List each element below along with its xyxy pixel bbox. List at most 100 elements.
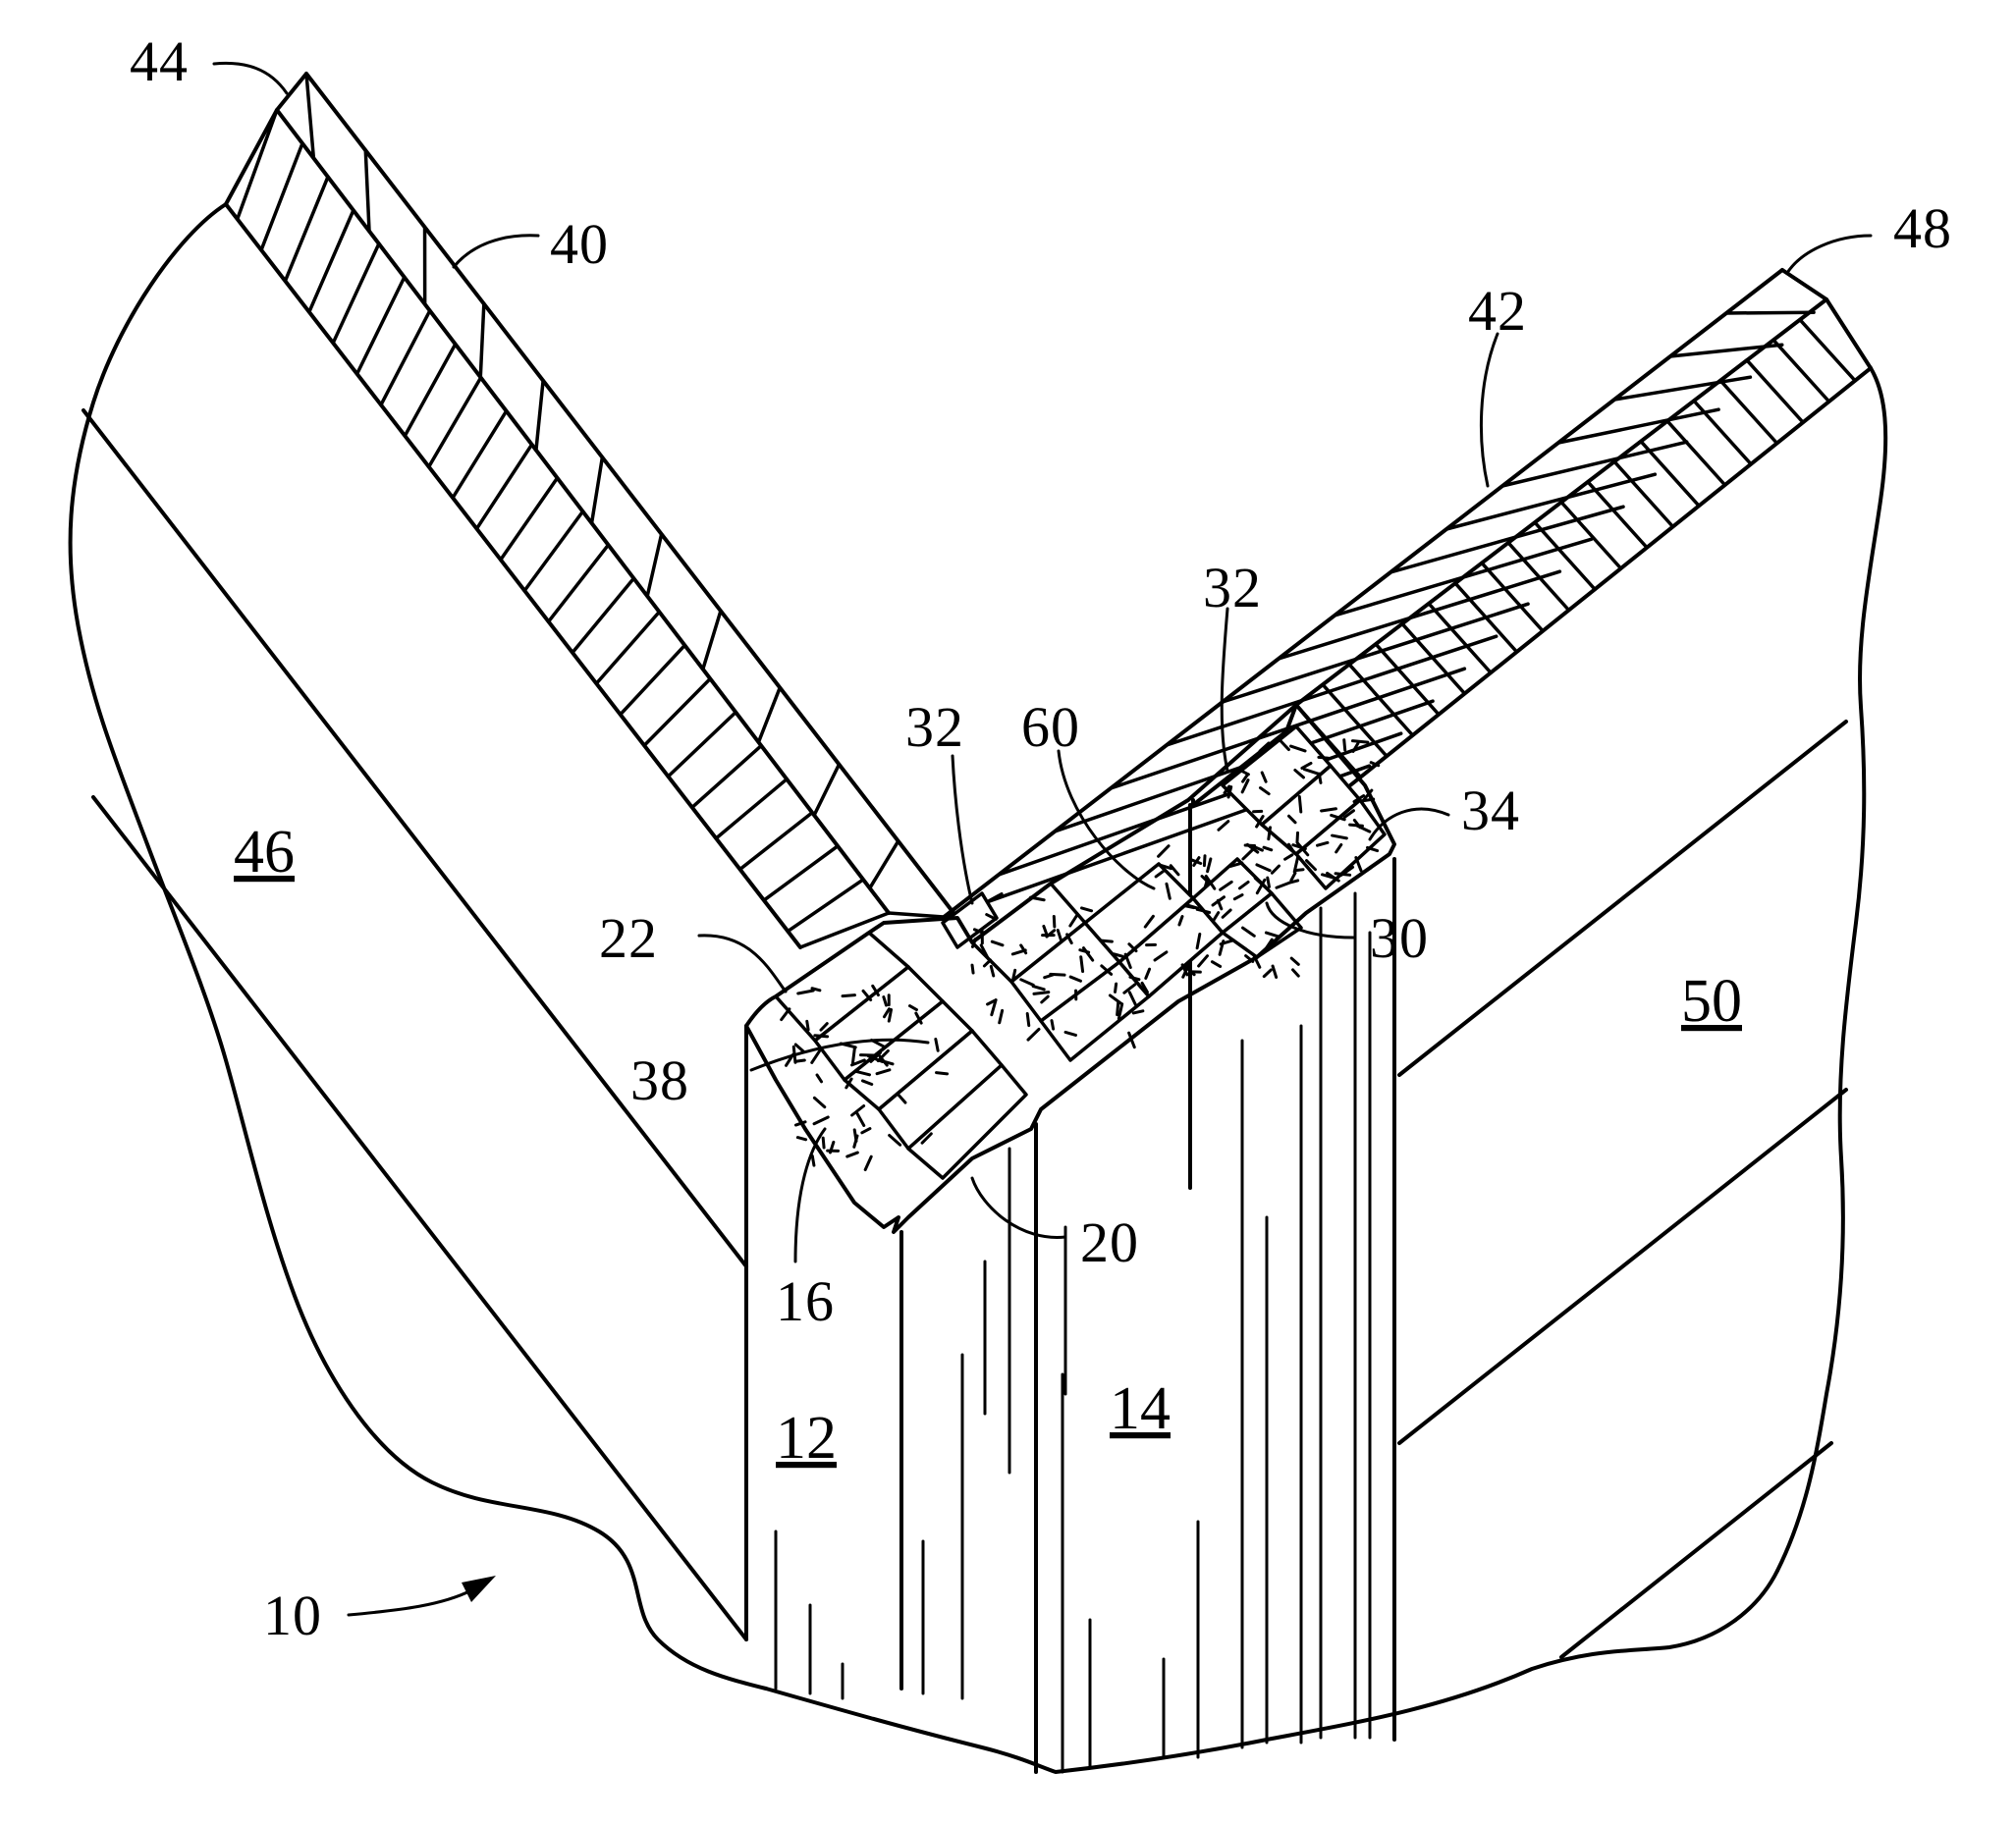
foam-dash <box>1319 757 1329 758</box>
label-46: 46 <box>234 819 295 886</box>
foam-dash <box>843 995 854 996</box>
foam-dash <box>1291 958 1298 964</box>
label-44: 44 <box>130 29 189 93</box>
foam-dash <box>984 960 990 966</box>
foam-dash <box>937 1073 948 1074</box>
hatch-stroke <box>306 74 313 158</box>
label-10: 10 <box>263 1583 322 1647</box>
foam-dash <box>1199 956 1208 966</box>
hatch-stroke <box>381 311 430 405</box>
hatch-stroke <box>596 612 659 683</box>
foam-dash <box>1272 866 1279 873</box>
hatch-stroke <box>1694 401 1751 464</box>
hatch-stroke <box>621 645 685 714</box>
foam-dash <box>1273 966 1277 977</box>
hatch-stroke <box>309 210 354 312</box>
foam-dash <box>1322 809 1336 811</box>
foam-dash <box>1299 796 1300 811</box>
panel-50-line-3 <box>1561 1443 1831 1657</box>
hatch-stroke <box>592 457 603 523</box>
foam-dash <box>1319 774 1321 782</box>
hatch-stroke <box>1223 604 1528 702</box>
hatch-stroke <box>1508 543 1569 611</box>
right-break-outline <box>1777 368 1885 1571</box>
foam-dash <box>1100 940 1112 941</box>
foam-dash <box>1028 1029 1039 1040</box>
hatch-stroke <box>1614 377 1750 400</box>
label-48: 48 <box>1893 196 1952 260</box>
hatch-stroke <box>365 150 369 231</box>
label-30: 30 <box>1370 906 1429 970</box>
foam-dash <box>1293 970 1299 976</box>
foam-dash <box>1081 957 1083 972</box>
foam-dash <box>814 1098 824 1106</box>
label-32-center: 32 <box>905 695 964 759</box>
foam-dash <box>812 1051 820 1063</box>
foam-dash <box>1000 1010 1003 1022</box>
hatch-stroke <box>1279 571 1559 659</box>
hatch-stroke <box>453 411 507 498</box>
foam-dash <box>1277 883 1288 887</box>
hatch-layer-48 <box>1296 299 1871 778</box>
right-arm-top-cap <box>1782 270 1871 368</box>
hatch-stroke <box>1726 312 1814 313</box>
foam-dash <box>1208 859 1211 872</box>
foam-dash <box>1116 984 1117 992</box>
foam-dash <box>1269 828 1271 839</box>
hatch-stroke <box>1614 461 1673 526</box>
label-22: 22 <box>599 906 658 970</box>
panel-50-line-1 <box>1399 722 1846 1075</box>
hatch-stroke <box>480 304 484 378</box>
hatch-stroke <box>476 445 531 529</box>
foam-dash <box>1034 993 1049 994</box>
foam-dash <box>1027 1014 1029 1026</box>
foam-dash <box>991 966 993 975</box>
foam-dash <box>795 1060 804 1061</box>
panel-50-line-2 <box>1399 1090 1846 1443</box>
hatch-stroke <box>1670 345 1782 356</box>
foam-dash <box>1051 974 1064 975</box>
hatch-stroke <box>405 345 455 436</box>
hatch-stroke <box>1782 270 1826 299</box>
foam-dash <box>1264 970 1271 977</box>
hatch-stroke <box>333 243 379 343</box>
hatch-stroke <box>644 678 710 745</box>
label-20: 20 <box>1080 1210 1139 1274</box>
hatch-stroke <box>524 511 582 591</box>
leader-22 <box>699 936 786 992</box>
foam-dash <box>1185 906 1194 908</box>
hatch-stroke <box>814 765 839 816</box>
left-break-outline <box>71 204 766 1689</box>
hatch-stroke <box>261 143 302 250</box>
foam-dash <box>1352 741 1367 742</box>
panel-46-edge-upper <box>83 410 746 1266</box>
hatch-stroke <box>1747 360 1803 422</box>
label-34: 34 <box>1461 778 1520 842</box>
foam-dash <box>812 1155 814 1165</box>
foam-dash <box>1257 865 1270 871</box>
hatch-stroke <box>1535 522 1595 589</box>
leader-10 <box>349 1590 471 1615</box>
hatch-stroke <box>870 841 899 888</box>
hatch-stroke <box>764 846 838 900</box>
foam-dash <box>812 989 820 991</box>
foam-dash <box>795 1045 803 1051</box>
bottom-break-outline <box>766 1571 1777 1772</box>
foam-dash <box>797 1138 805 1140</box>
foam-dash <box>972 965 973 973</box>
hatch-stroke <box>692 746 761 808</box>
label-50: 50 <box>1681 968 1742 1035</box>
foam-dash <box>1159 846 1169 857</box>
layer-40-inner-edge <box>226 204 800 947</box>
foam-dash <box>1268 878 1270 886</box>
foam-dash <box>1264 847 1272 850</box>
hatch-stroke <box>647 534 661 596</box>
label-42: 42 <box>1468 279 1527 343</box>
foam-dash <box>865 1156 871 1169</box>
foam-dash <box>847 1153 858 1156</box>
hatch-stroke <box>1773 340 1829 402</box>
foam-dash <box>815 1036 828 1037</box>
leader-32b <box>953 756 972 903</box>
foam-dash <box>1297 832 1298 841</box>
